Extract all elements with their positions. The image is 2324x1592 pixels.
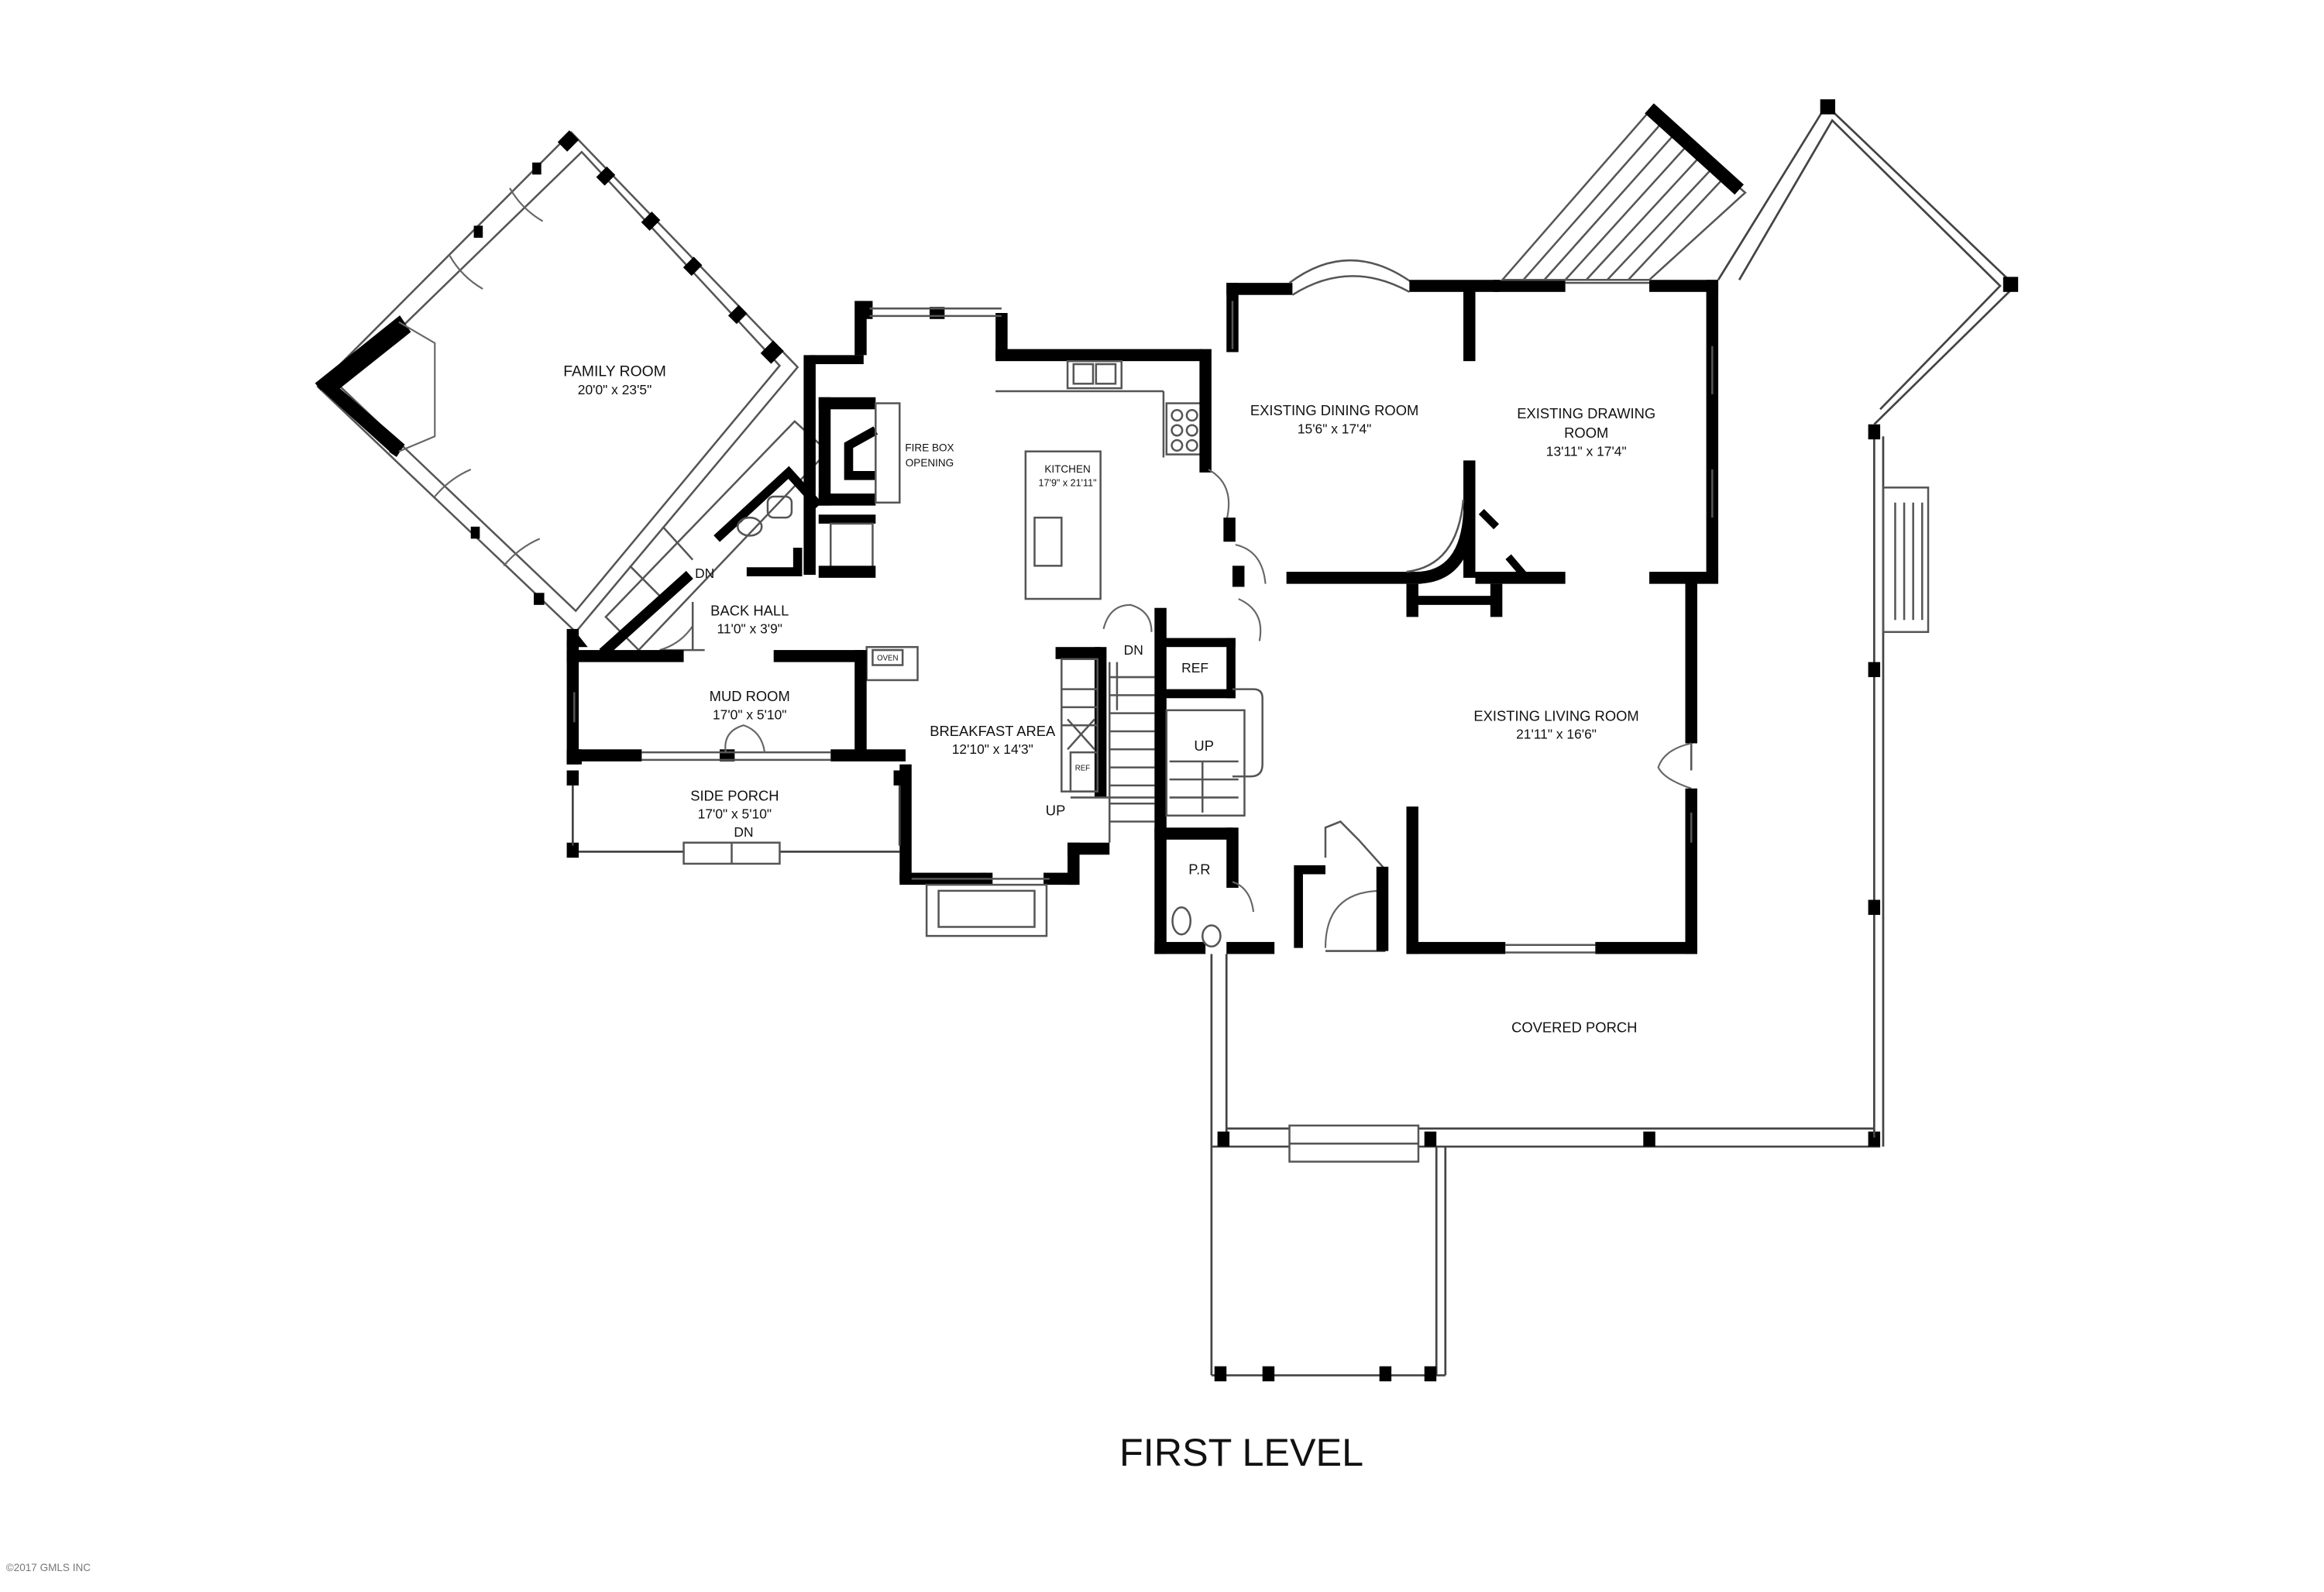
kitchen-dim: 17'9" x 21'11"	[1039, 477, 1097, 488]
back-hall-walls	[566, 420, 830, 765]
breakfast-area-dim: 12'10" x 14'3"	[952, 741, 1033, 757]
ref-small-label: REF	[1075, 764, 1090, 772]
mud-room-name: MUD ROOM	[710, 688, 790, 704]
drawing-room-name-1: EXISTING DRAWING	[1517, 405, 1655, 421]
kitchen-walls	[858, 301, 1275, 954]
mud-room-dim: 17'0" x 5'10"	[713, 707, 786, 722]
dining-room-name: EXISTING DINING ROOM	[1250, 402, 1418, 418]
fire-box-label-1: FIRE BOX	[905, 442, 954, 454]
living-room-name: EXISTING LIVING ROOM	[1473, 707, 1638, 724]
drawing-room-name-2: ROOM	[1564, 425, 1608, 441]
dn-side-porch: DN	[734, 824, 753, 840]
back-hall-name: BACK HALL	[710, 602, 789, 618]
family-room-walls	[315, 130, 799, 634]
powder-room-label: P.R	[1188, 861, 1210, 877]
ref-pantry-label: REF	[1181, 660, 1208, 676]
kitchen-name: KITCHEN	[1044, 463, 1090, 475]
side-porch-name: SIDE PORCH	[690, 787, 779, 803]
oven-label: OVEN	[877, 655, 898, 663]
living-room-dim: 21'11" x 16'6"	[1516, 727, 1597, 742]
half-bath-fireplace	[713, 301, 901, 578]
mud-room-walls	[566, 650, 906, 865]
dn-stair-label: DN	[1124, 642, 1143, 658]
family-room-name: FAMILY ROOM	[563, 363, 666, 380]
family-room-dim: 20'0" x 23'5"	[578, 382, 651, 397]
fire-box-label-2: OPENING	[906, 457, 954, 469]
dining-room-dim: 15'6" x 17'4"	[1298, 421, 1371, 436]
level-title: FIRST LEVEL	[1119, 1430, 1363, 1474]
living-room-walls	[1294, 577, 1697, 954]
covered-porch	[1210, 99, 2019, 1382]
covered-porch-name: COVERED PORCH	[1511, 1019, 1637, 1035]
side-porch-dim: 17'0" x 5'10"	[698, 806, 772, 822]
up-stair-kitchen-label: UP	[1046, 803, 1066, 819]
room-labels: FAMILY ROOM 20'0" x 23'5" FIRE BOX OPENI…	[6, 363, 1655, 1573]
up-stair-main-label: UP	[1194, 738, 1214, 754]
drawing-room-dim: 13'11" x 17'4"	[1546, 444, 1627, 459]
dn-back-hall: DN	[695, 566, 714, 581]
dining-drawing-walls	[1226, 259, 1719, 617]
back-hall-dim: 11'0" x 3'9"	[717, 621, 782, 637]
copyright-notice: ©2017 GMLS INC	[6, 1562, 91, 1573]
breakfast-area-name: BREAKFAST AREA	[930, 723, 1056, 739]
